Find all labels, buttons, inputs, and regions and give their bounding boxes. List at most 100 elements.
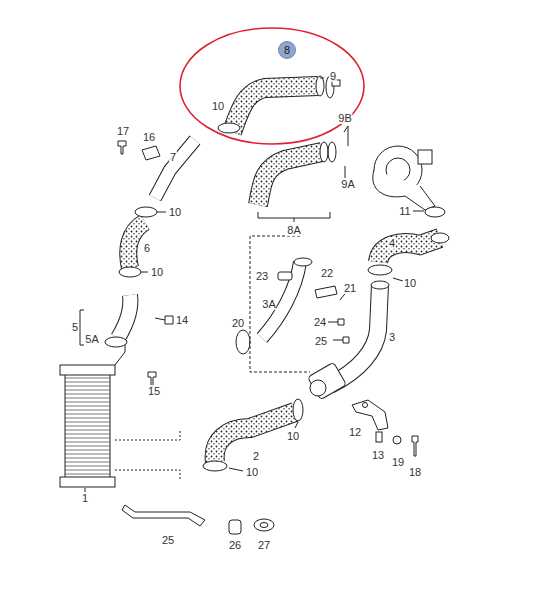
callout-number: 7	[169, 151, 177, 163]
clip-9b	[344, 126, 348, 146]
bracket-8a	[258, 212, 330, 222]
callout-number: 10	[150, 266, 164, 278]
callout-number: 10	[168, 206, 182, 218]
intercooler-1	[65, 372, 110, 480]
callout-number: 25	[161, 534, 175, 546]
hose-2	[215, 412, 295, 462]
callout-number: 14	[175, 314, 189, 326]
hose-end	[316, 76, 324, 96]
callout-number: 13	[371, 449, 385, 461]
pipe-5-fill	[118, 295, 130, 338]
hose-8a	[258, 152, 322, 205]
callout-number: 9	[329, 70, 337, 82]
callout-number: 19	[391, 456, 405, 468]
clamp-10	[218, 123, 240, 133]
flange-5a	[105, 337, 127, 347]
callout-circle-fill	[279, 42, 296, 59]
leader	[157, 212, 166, 213]
callout-number: 24	[313, 316, 327, 328]
hose-4-fill	[378, 238, 440, 262]
leader	[345, 166, 346, 178]
valve-housing	[308, 362, 347, 400]
leader	[141, 272, 148, 273]
clamp-10	[203, 461, 227, 471]
hole	[363, 403, 368, 408]
callout-number: 3	[388, 331, 396, 343]
pipe-end	[294, 258, 312, 266]
turbo-flange	[418, 150, 432, 164]
callout-number: 8A	[286, 224, 301, 236]
leader	[393, 278, 403, 281]
nut-13	[376, 432, 382, 442]
callout-number: 9A	[340, 178, 355, 190]
callout-number: 4	[388, 237, 396, 249]
grommet-hole	[260, 523, 268, 528]
callout-number: 11	[398, 205, 411, 217]
callout-number: 17	[116, 125, 130, 137]
hose-end	[431, 233, 449, 243]
callout-number: 25	[314, 335, 328, 347]
callout-number: 2	[252, 450, 260, 462]
clamp-20	[236, 330, 250, 354]
clamp-10	[135, 207, 157, 217]
leader	[295, 422, 298, 428]
hose-23	[278, 272, 292, 280]
callout-number: 5A	[84, 333, 99, 345]
hose-4	[378, 238, 440, 262]
drawing	[60, 28, 449, 534]
hose-2-fill	[215, 412, 295, 462]
screw-25	[333, 337, 349, 343]
leader	[320, 78, 324, 79]
group-frame	[250, 236, 310, 372]
hose-end	[320, 142, 328, 162]
turbo-outlet	[373, 170, 435, 210]
valve-port	[310, 380, 326, 396]
guide-line	[115, 430, 180, 480]
callout-number: 12	[348, 426, 362, 438]
grommet-27	[254, 519, 274, 531]
bracket-25	[122, 505, 205, 526]
ring-9a	[328, 142, 336, 162]
bracket-16	[142, 146, 160, 160]
clamp-10	[368, 265, 392, 275]
bolt-18	[412, 436, 418, 456]
callout-number: 10	[286, 430, 300, 442]
callout-number: 18	[408, 466, 422, 478]
leader	[413, 211, 424, 212]
hose-8	[232, 86, 318, 132]
callout-number: 10	[211, 100, 225, 112]
pipe-end	[371, 281, 389, 289]
washer-19	[393, 436, 401, 444]
clamp-10	[293, 399, 303, 421]
callout-number: 21	[343, 282, 357, 294]
callout-circle: 8	[278, 41, 296, 59]
callout-number: 1	[81, 492, 89, 504]
callout-number: 23	[255, 270, 269, 282]
callout-number: 10	[245, 466, 259, 478]
cooler-tank	[60, 477, 115, 487]
holder-22	[315, 286, 337, 298]
hose-8a-fill	[258, 152, 322, 205]
callout-number: 9B	[337, 112, 352, 124]
spacer-26	[229, 520, 241, 534]
pipe-7	[155, 140, 195, 198]
hose-8-fill	[232, 86, 318, 132]
callout-number: 27	[257, 539, 271, 551]
bolt-14	[155, 316, 173, 324]
callout-number: 5	[71, 321, 79, 333]
clamp-11	[425, 207, 445, 217]
cooler-tank	[60, 365, 115, 375]
highlight-ring	[180, 28, 364, 144]
callout-number: 16	[142, 131, 156, 143]
pipe-7-fill	[155, 140, 195, 198]
screw-24	[328, 319, 344, 325]
leader	[229, 468, 243, 471]
callout-number: 10	[403, 277, 417, 289]
callout-number: 26	[228, 539, 242, 551]
callout-number: 20	[231, 317, 245, 329]
callout-number: 8	[278, 41, 296, 59]
callout-number: 15	[147, 385, 161, 397]
bolt-17	[118, 141, 126, 154]
callout-number: 22	[320, 267, 334, 279]
